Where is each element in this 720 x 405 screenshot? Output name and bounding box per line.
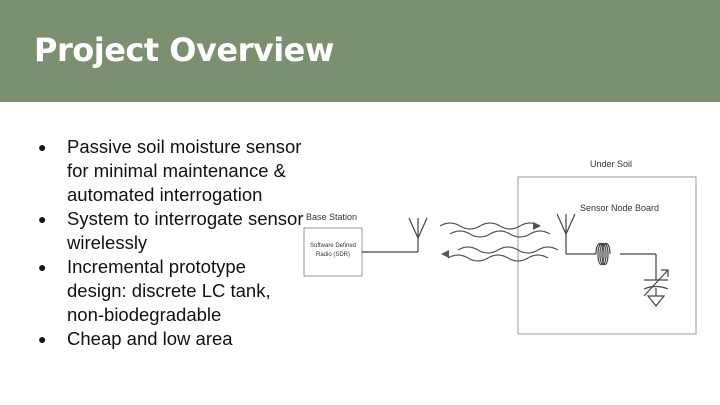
sensor-antenna-icon [556, 213, 596, 255]
variable-capacitor-icon [643, 254, 669, 297]
ground-icon [646, 295, 666, 307]
base-antenna-icon [362, 217, 428, 253]
under-soil-label: Under Soil [590, 159, 632, 169]
sdr-label-line1: Software Defined [310, 243, 356, 249]
sensor-node-label: Sensor Node Board [580, 203, 659, 213]
bullet-item: Cheap and low area [38, 327, 308, 351]
bullet-item: Incremental prototype design: discrete L… [38, 255, 308, 327]
under-soil-box [517, 176, 697, 335]
bullet-list: Passive soil moisture sensor for minimal… [38, 135, 308, 351]
sdr-label-line2: Radio (SDR) [316, 252, 350, 258]
wireless-signal-icon [439, 222, 559, 262]
system-diagram: Under Soil Base Station Software Defined… [303, 159, 697, 335]
title-banner: Project Overview [0, 0, 720, 102]
base-station-label: Base Station [306, 212, 357, 222]
inductor-icon [595, 242, 656, 266]
slide-title: Project Overview [34, 31, 334, 69]
sdr-box [303, 227, 363, 277]
bullet-item: System to interrogate sensor wirelessly [38, 207, 308, 255]
bullet-item: Passive soil moisture sensor for minimal… [38, 135, 308, 207]
